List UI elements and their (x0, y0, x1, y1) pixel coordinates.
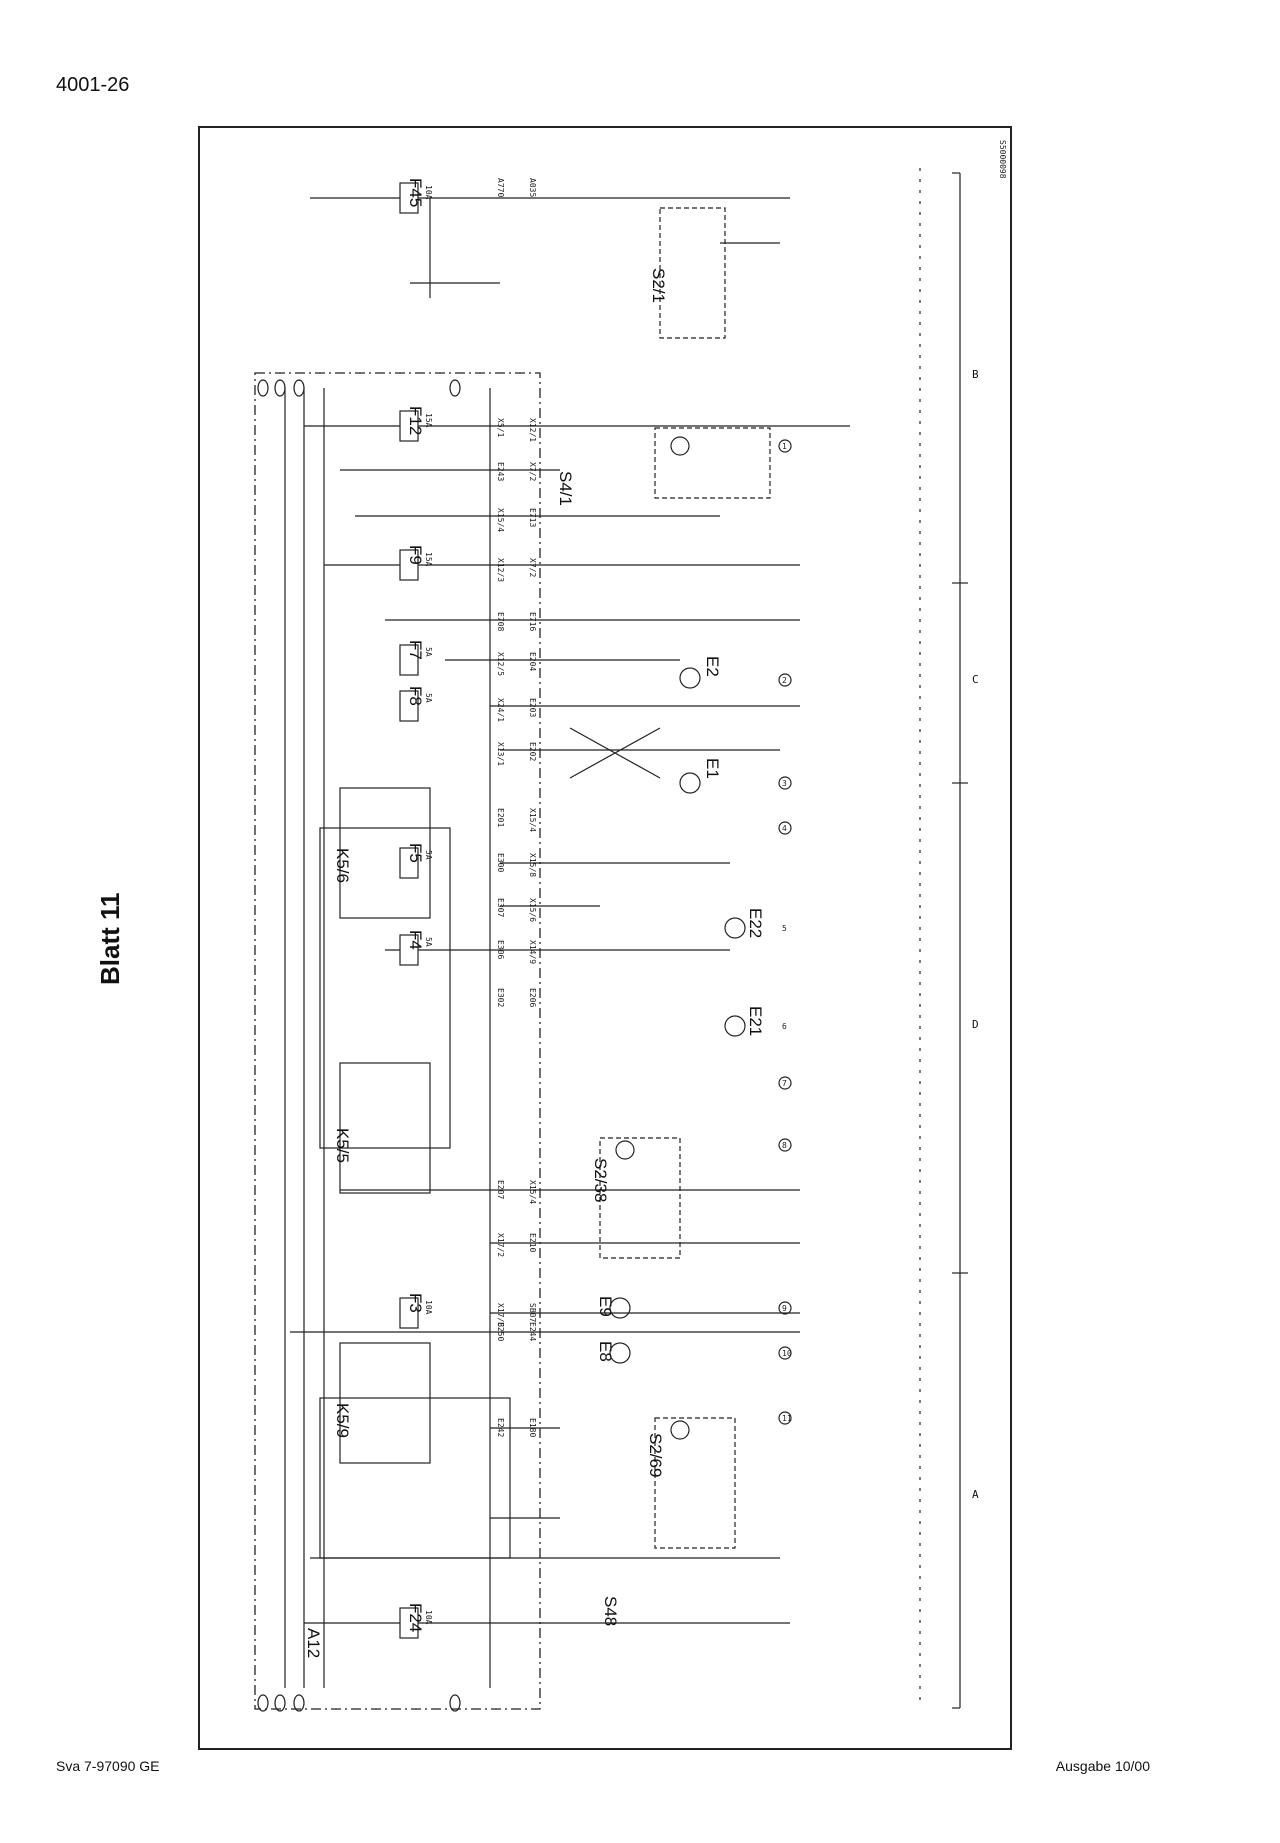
wire-label: X15/8 (528, 853, 537, 877)
drawing-frame: S5000098 F45 10A F12 15A F9 15A F7 5A F8… (198, 126, 1012, 1750)
wire-label: X7/2 (528, 462, 537, 481)
wire-label: E306 (496, 940, 505, 959)
fuse-labels: F45 10A F12 15A F9 15A F7 5A F8 5A F5 5A… (406, 178, 433, 1632)
wire-label: E204 (528, 652, 537, 671)
wire-label: E713 (528, 508, 537, 527)
relay-label: K5/6 (333, 848, 352, 883)
fuse-rating: 5A (424, 647, 433, 657)
fuse-label: F3 (406, 1293, 425, 1313)
connector-number: 7 (782, 1079, 787, 1088)
doc-code: S5000098 (998, 140, 1007, 179)
fuse-rating: 10A (424, 1610, 433, 1625)
section-label: A (972, 1488, 979, 1501)
connector-number: 2 (782, 676, 787, 685)
connector-number: 8 (782, 1141, 787, 1150)
wire-label: X7/2 (528, 558, 537, 577)
wire-label: X15/4 (496, 508, 505, 532)
wire-label: E300 (496, 853, 505, 872)
connector-number: 4 (782, 824, 787, 833)
fuse-label: F4 (406, 930, 425, 950)
connector-number: 1 (782, 442, 787, 451)
module-label: A12 (304, 1628, 323, 1658)
switch-label: S4/1 (556, 471, 575, 506)
connector-number: 9 (782, 1304, 787, 1313)
lamp-label: E22 (746, 908, 765, 938)
section-label: C (972, 673, 979, 686)
wire-label: X17/8 (496, 1303, 505, 1327)
fuse-label: F12 (406, 406, 425, 435)
wire-label: SB07 (528, 1303, 537, 1322)
fuse-label: F24 (406, 1603, 425, 1632)
schematic-diagram: S5000098 F45 10A F12 15A F9 15A F7 5A F8… (254, 140, 1007, 1712)
fuse-label: F7 (406, 640, 425, 660)
wire-label: E302 (496, 988, 505, 1007)
wire-label: E201 (496, 808, 505, 827)
wire-label: X17/2 (496, 1233, 505, 1257)
fuse-rating: 5A (424, 850, 433, 860)
wire-label: E708 (496, 612, 505, 631)
wire-label: A035 (528, 178, 537, 197)
wire-label: X13/1 (496, 742, 505, 766)
fuse-rating: 5A (424, 693, 433, 703)
wire-label: X12/3 (496, 558, 505, 582)
footer-left: Sva 7-97090 GE (56, 1758, 160, 1774)
fuse-label: F5 (406, 843, 425, 863)
wire-label: X15/6 (528, 898, 537, 922)
wire-label: E716 (528, 612, 537, 631)
wire-label: X12/5 (496, 652, 505, 676)
wire-label: E202 (528, 742, 537, 761)
lamp-label: E8 (596, 1341, 615, 1362)
fuse-label: F8 (406, 686, 425, 706)
switch-label: S48 (601, 1596, 620, 1626)
connector-number: 6 (782, 1022, 787, 1031)
wire-label: E210 (528, 1233, 537, 1252)
wire-label: X5/1 (496, 418, 505, 437)
fuse-label: F45 (406, 178, 425, 207)
lamp-label: E1 (703, 758, 722, 779)
wire-label: E250 (496, 1322, 505, 1341)
wire-label: X24/1 (496, 698, 505, 722)
wire-label: X15/4 (528, 1180, 537, 1204)
wire-label: E206 (528, 988, 537, 1007)
fuse-label: F9 (406, 545, 425, 565)
lamp-label: E21 (746, 1006, 765, 1036)
connector-number: 5 (782, 924, 787, 933)
connector-number: 3 (782, 779, 787, 788)
fuse-rating: 5A (424, 937, 433, 947)
wire-label: E203 (528, 698, 537, 717)
wire-label: X14/9 (528, 940, 537, 964)
relay-label: K5/5 (333, 1128, 352, 1163)
fuse-rating: 10A (424, 1300, 433, 1315)
connector-number: 10 (782, 1349, 792, 1358)
lamp-label: E2 (703, 656, 722, 677)
wire-label: E180 (528, 1418, 537, 1437)
switch-label: S2/38 (591, 1158, 610, 1202)
relay-label: K5/9 (333, 1403, 352, 1438)
switch-label: S2/69 (646, 1433, 665, 1477)
wire-label: A770 (496, 178, 505, 197)
lamp-label: E9 (596, 1296, 615, 1317)
fuse-rating: 15A (424, 413, 433, 428)
wire-label: E307 (496, 898, 505, 917)
wire-label: E242 (496, 1418, 505, 1437)
wire-label: E207 (496, 1180, 505, 1199)
switch-label: S2/1 (649, 268, 668, 303)
wire-label: E243 (496, 462, 505, 481)
fuse-rating: 10A (424, 185, 433, 200)
wire-label: X12/1 (528, 418, 537, 442)
connector-number: 11 (782, 1414, 792, 1423)
wire-label: X15/4 (528, 808, 537, 832)
sheet-label: Blatt 11 (95, 892, 125, 986)
section-label: D (972, 1018, 979, 1031)
connector-numbers: 1 2 3 4 5 6 7 8 9 10 11 (782, 442, 792, 1423)
wire-label: E244 (528, 1322, 537, 1341)
page-id: 4001-26 (56, 74, 130, 96)
footer-right: Ausgabe 10/00 (1055, 1758, 1150, 1774)
fuse-rating: 15A (424, 552, 433, 567)
section-label: B (972, 368, 979, 381)
